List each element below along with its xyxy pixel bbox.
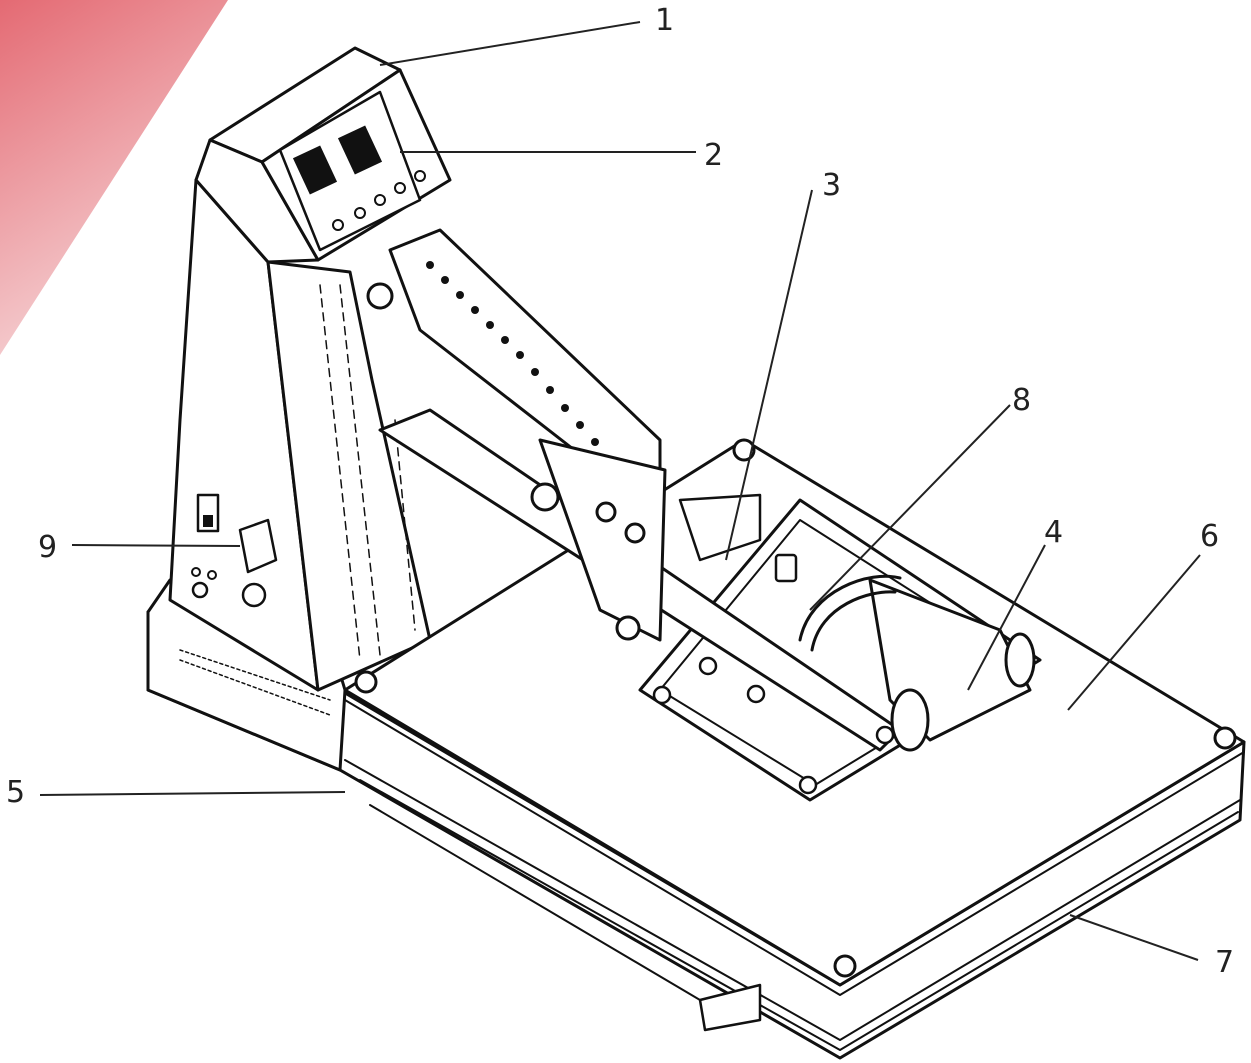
callout-6: 6: [1200, 519, 1219, 554]
callout-8: 8: [1012, 383, 1031, 418]
machine-body: [168, 178, 432, 692]
callout-4: 4: [1044, 515, 1063, 550]
callout-5: 5: [6, 775, 25, 810]
callout-2: 2: [704, 138, 723, 173]
handle-assembly: [798, 574, 1036, 752]
callout-3: 3: [822, 168, 841, 203]
press-arm: [366, 228, 902, 752]
callout-9: 9: [38, 530, 57, 565]
corner-accent-banner: [0, 0, 228, 355]
callout-7: 7: [1215, 945, 1234, 980]
callout-labels: 1 2 3 8 4 6 9 5 7: [6, 3, 1234, 980]
callout-1: 1: [655, 3, 674, 38]
leader-lines: [39, 21, 1201, 961]
arm-rivets: [426, 261, 599, 446]
control-head: [194, 46, 452, 264]
upper-heat-plate: [638, 493, 1042, 802]
